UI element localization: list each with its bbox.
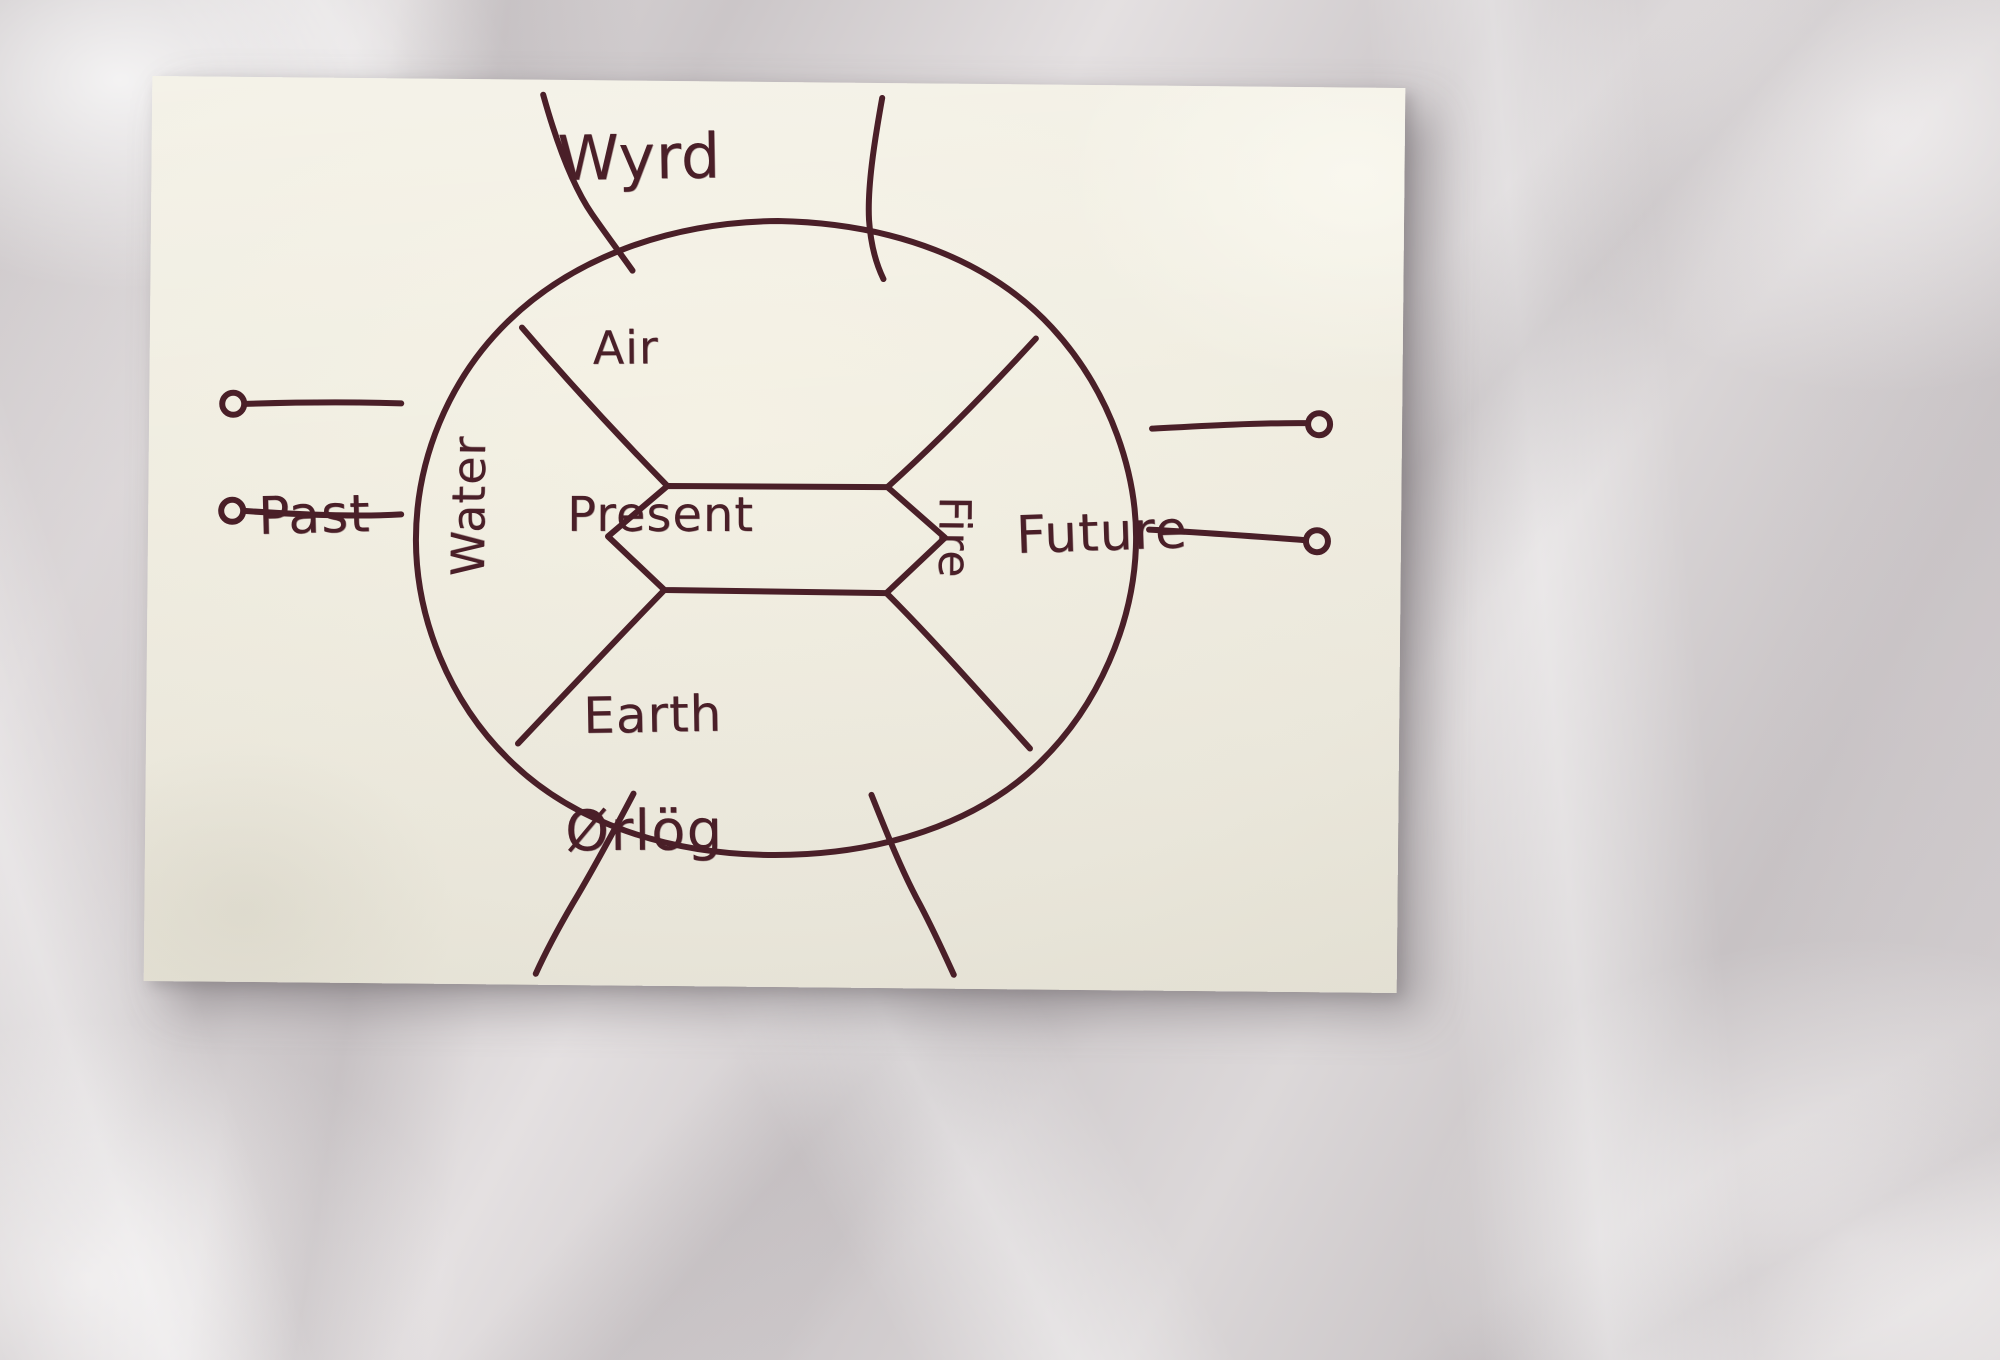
- orlog-connector-right: [868, 791, 957, 978]
- past-bottom-circle: [218, 496, 247, 525]
- spoke-upper-right: [884, 335, 1039, 491]
- future-top-line: [1149, 420, 1311, 432]
- label-past: Past: [257, 484, 372, 547]
- label-future: Future: [1015, 500, 1189, 567]
- future-top-circle: [1305, 410, 1334, 439]
- wyrd-connector-left: [540, 91, 636, 274]
- index-card: Wyrd Air Water Present Fire Earth Ørlög …: [143, 76, 1406, 993]
- past-top-line: [242, 399, 405, 407]
- label-present: Present: [567, 486, 755, 543]
- wyrd-connector-right: [865, 95, 887, 283]
- future-bottom-line: [1146, 526, 1308, 544]
- label-wyrd: Wyrd: [557, 119, 722, 196]
- orlog-connector-left: [532, 790, 637, 977]
- past-top-circle: [219, 389, 248, 418]
- outer-circle: [412, 218, 1140, 859]
- label-orlog: Ørlög: [564, 798, 724, 865]
- future-bottom-circle: [1302, 527, 1331, 556]
- spoke-lower-right: [883, 590, 1033, 752]
- label-fire: Fire: [928, 495, 980, 579]
- label-water: Water: [440, 435, 497, 577]
- spoke-upper-left: [518, 324, 671, 489]
- ink-drawing: [218, 91, 1334, 978]
- label-air: Air: [592, 320, 659, 375]
- spoke-lower-left: [514, 586, 668, 747]
- past-bottom-line: [241, 507, 405, 519]
- label-earth: Earth: [582, 684, 723, 745]
